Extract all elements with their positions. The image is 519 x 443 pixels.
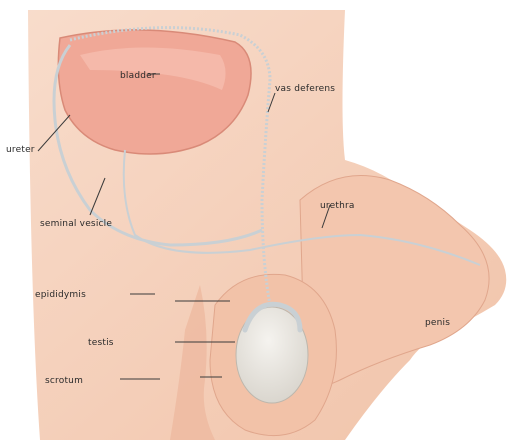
label-upper-right: vas deferens <box>275 84 335 94</box>
label-left-edge: ureter <box>6 145 35 155</box>
label-left-lower: seminal vesicle <box>40 219 112 229</box>
label-left-a: epididymis <box>35 290 86 300</box>
label-right-mid: urethra <box>320 201 355 211</box>
label-left-b: testis <box>88 338 114 348</box>
label-organ-upper: bladder <box>120 71 156 81</box>
label-right-far: penis <box>425 318 450 328</box>
label-left-c: scrotum <box>45 376 83 386</box>
